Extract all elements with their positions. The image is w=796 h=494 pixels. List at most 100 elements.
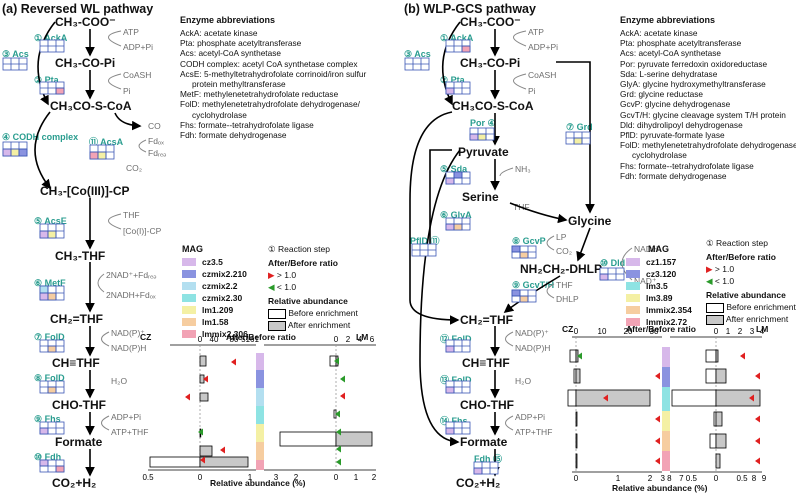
mag-item: lmmix2.306 [182,328,248,340]
tick: 20 [624,327,633,336]
mag-swatch [626,282,640,290]
side-atp-b: ATP [528,27,544,37]
enzyme-fhs-b: ⑭ Fhs [440,416,468,426]
bar [575,389,651,407]
tick: 9 [762,474,767,483]
enzyme-fold-13: ⑬ FolD [440,375,472,385]
mag-name: czmix2.2 [202,281,238,291]
mag-title-a: MAG [182,244,203,254]
side-nadp-plus: NAD(P)⁺ [111,328,145,338]
tick: 30 [650,327,659,336]
side-h2o: H₂O [111,376,128,386]
ratio-title-a: After/Before ratio [268,258,338,268]
compound-nh2ch2-dhlp: NH₂CH₂-DHLP [520,262,602,276]
tick: 0.5 [736,474,748,483]
side-coash-b: CoASH [528,70,557,80]
mag-swatch [182,294,196,302]
mag-swatch [182,330,196,338]
side-co-i-cp: [Co(I)]-CP [123,226,162,236]
compound-methenyl-thf: CH≡THF [52,356,100,370]
tick: 5161 [241,335,259,344]
mag-name: cz3.120 [646,269,677,279]
abbrev-title-b: Enzyme abbreviations [620,15,716,25]
side-nadph: NAD(P)H [111,343,147,353]
side-nadp-plus-b: NAD(P)⁺ [515,328,549,338]
side-adp-pi-b2: ADP+Pi [515,412,545,422]
abbrev-item: Fhs: formate--tetrahydrofolate ligase [620,160,754,171]
after-legend-b: After enrichment [706,314,788,325]
side-nadph-b: NAD(P)H [515,343,551,353]
enzyme-fdh: ⑩ Fdh [34,452,62,462]
up-triangle-icon: ▶ [706,264,713,274]
compound-methylene-thf: CH₂=THF [50,312,103,326]
bar [705,368,717,384]
compound-formyl-thf-b: CHO-THF [460,398,514,412]
tick: 7 0.5 [679,474,697,483]
tick: 1 [726,327,731,336]
after-label: After enrichment [725,314,789,324]
mag-swatch [626,306,640,314]
side-adp-pi-2: ADP+Pi [111,412,141,422]
mag-item: cz1.157 [626,256,692,268]
mag-name: lm3.89 [646,293,673,303]
chart-b-bars [567,349,761,469]
mag-item: lm1.58 [182,316,248,328]
chart-a-ticks: 0 40 80 5161 0 2 4 6 0.5 0 1 2 3 0 1 2 [142,335,376,482]
mag-name: lmmix2.354 [646,305,692,315]
reaction-step-a: ① Reaction step [268,244,330,254]
side-atp-thf: ATP+THF [111,427,149,437]
abbrev-item: AckA: acetate kinase [180,28,258,38]
abbrev-item: cyclohydrolase [632,150,687,161]
side-nadh: NADH [634,244,659,254]
tick: 0.5 [142,473,154,482]
tick: 2 [738,327,743,336]
tick: 0 [198,473,203,482]
compound-serine: Serine [462,190,499,204]
enzyme-codh-complex: ④ CODH complex [2,132,79,142]
enzyme-metf: ⑥ MetF [34,278,66,288]
ratio-lt-a: ◀ < 1.0 [268,282,296,293]
side-nad: NAD⁺ [634,276,657,286]
chart-b-markers [577,352,760,465]
abbrev-item: cyclohydrolase [192,109,247,120]
bar [569,349,577,363]
abbrev-item: MetF: methylenetetrahydrofolate reductas… [180,89,339,100]
abbrev-list-b: AckA: acetate kinase Pta: phosphate acet… [620,28,796,181]
mag-title-b: MAG [648,244,669,254]
bar [715,433,727,449]
abbrev-item: GcvT/H: glycine cleavage system T/H prot… [620,109,786,120]
abbrev-item: Pta: phosphate acetyltransferase [180,38,302,49]
abbrev-item: Acs: acetyl-CoA synthetase [620,48,721,59]
abbrev-item: Pta: phosphate acetyltransferase [620,38,742,49]
bar [715,389,761,407]
enzyme-fold-8: ⑧ FolD [34,373,65,383]
side-co2-b: CO₂ [556,246,573,256]
abbrev-item: Dld: dihydrolipoyl dehydrogenase [620,119,743,130]
compound-acetyl-coa-b: CH₃CO-S-CoA [452,99,534,113]
abbrev-item: CODH complex: acetyl CoA synthetase comp… [180,58,358,69]
tick: 8 [752,474,757,483]
compound-methenyl-thf-b: CH≡THF [462,356,510,370]
mag-list-a: cz3.5 czmix2.210 czmix2.2 czmix2.30 lm1.… [182,256,248,340]
side-co: CO [148,121,161,131]
mag-name: czmix2.30 [202,293,243,303]
abbrev-item: Fhs: formate--tetrahydrofolate ligase [180,119,314,130]
tick: 2 [294,473,299,482]
side-pi-b: Pi [528,86,536,96]
enzyme-glya: ⑥ GlyA [440,210,472,220]
mag-swatch [626,270,640,278]
mag-swatch [182,306,196,314]
compound-formate-b: Formate [460,435,508,449]
abbrev-item: AcsE: 5-methyltetrahydrofolate corrinoid… [180,68,367,79]
chart-a-markers [185,357,345,466]
abbrev-item: GlyA: glycine hydroxymethyltransferase [620,79,766,90]
before-label: Before enrichment [288,308,358,318]
chart-b-cz: CZ [562,324,574,334]
side-adp-pi-b: ADP+Pi [528,42,558,52]
mag-name: lmmix2.306 [202,329,248,339]
mag-name: lm1.209 [202,305,234,315]
mag-item: lm3.89 [626,292,692,304]
